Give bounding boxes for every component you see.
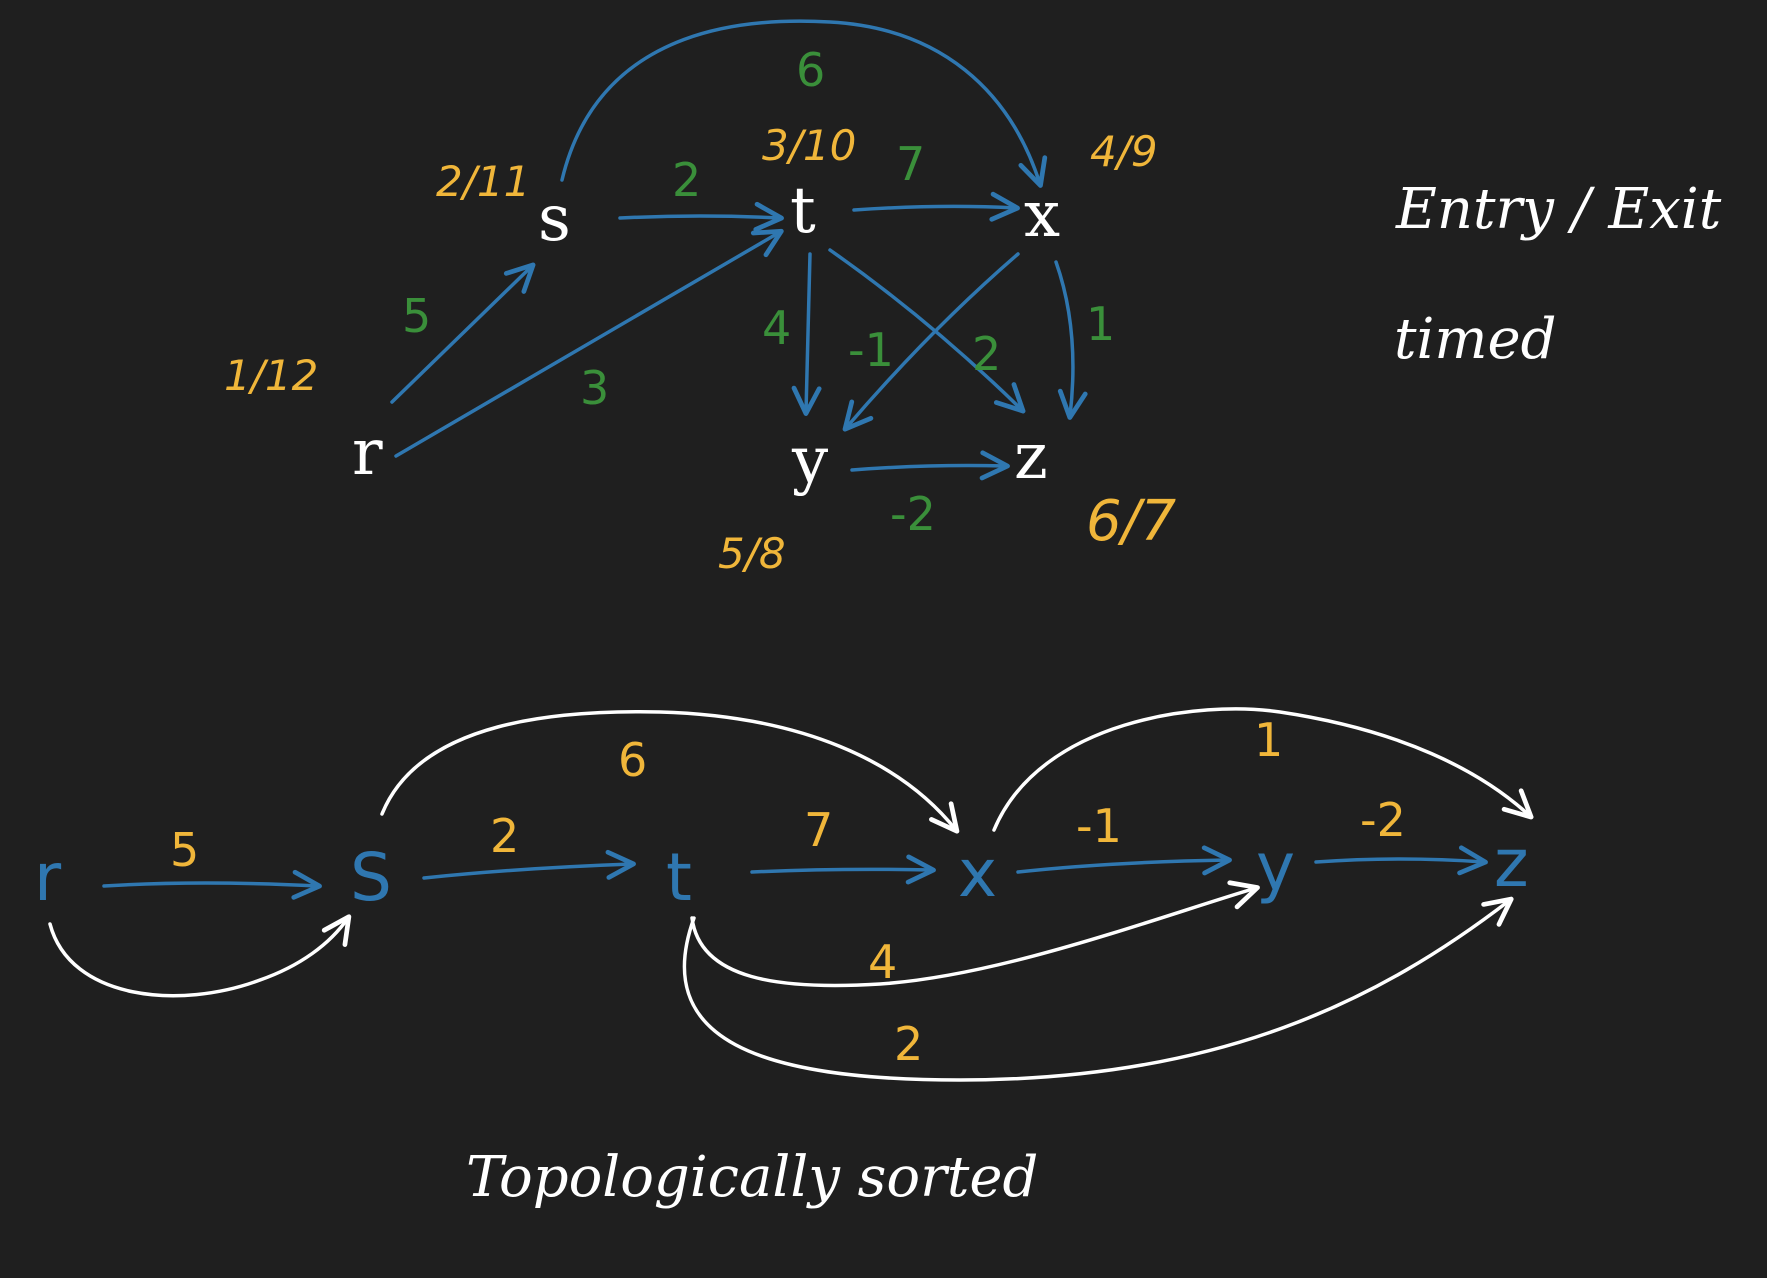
bottom-edge-y-z xyxy=(1314,845,1488,876)
timestamp-y: 5/8 xyxy=(718,529,786,578)
weight-s-t: 2 xyxy=(672,153,701,207)
weight-x-z: 1 xyxy=(1086,297,1115,351)
bottom-graph: r S t x y z 5 2 7 -1 -2 6 1 4 2 Topologi… xyxy=(34,707,1534,1210)
bottom-weight-t-z: 2 xyxy=(894,1017,923,1071)
bottom-edge-r-s-curve xyxy=(48,914,352,998)
bottom-node-x: x xyxy=(958,835,997,912)
timestamp-x: 4/9 xyxy=(1090,127,1158,176)
node-s: s xyxy=(538,182,571,256)
bottom-weight-r-s: 5 xyxy=(170,823,199,877)
bottom-node-z: z xyxy=(1494,825,1529,902)
legend-timed: timed xyxy=(1394,307,1557,372)
edge-y-z xyxy=(850,450,1010,481)
legend-note: Entry / Exit timed xyxy=(1394,177,1722,372)
node-y: y xyxy=(791,424,828,498)
bottom-node-y: y xyxy=(1256,829,1295,906)
bottom-weight-y-z: -2 xyxy=(1360,793,1406,847)
bottom-edge-t-y-curve xyxy=(690,880,1260,988)
bottom-edge-t-x xyxy=(750,854,936,885)
bottom-node-s: S xyxy=(350,839,392,916)
bottom-edge-r-s xyxy=(102,869,322,900)
node-z: z xyxy=(1014,420,1048,494)
bottom-weight-x-z: 1 xyxy=(1254,713,1283,767)
node-t: t xyxy=(790,174,816,248)
weight-x-y: -1 xyxy=(848,323,894,377)
node-x: x xyxy=(1024,178,1060,252)
bottom-edge-x-y xyxy=(1016,845,1232,876)
bottom-edge-t-z-curve xyxy=(682,896,1514,1082)
weight-r-s: 5 xyxy=(402,289,431,343)
top-graph: r s t x y z 1/12 2/11 3/10 4/9 5/8 6/7 5… xyxy=(224,19,1176,578)
caption-topologically-sorted: Topologically sorted xyxy=(466,1145,1038,1210)
edge-x-z xyxy=(1054,260,1088,420)
edge-t-x xyxy=(852,191,1020,222)
edge-t-y xyxy=(791,252,822,416)
bottom-edge-s-x-curve xyxy=(380,710,960,834)
edge-r-t xyxy=(394,228,784,458)
weight-t-y: 4 xyxy=(762,301,791,355)
weight-t-z: 2 xyxy=(972,327,1001,381)
bottom-weight-s-t: 2 xyxy=(490,809,519,863)
bottom-weight-t-x: 7 xyxy=(804,803,833,857)
edge-r-s xyxy=(390,262,536,404)
weight-t-x: 7 xyxy=(896,137,925,191)
edge-x-y xyxy=(842,252,1020,432)
timestamp-t: 3/10 xyxy=(762,121,856,170)
legend-entry-exit: Entry / Exit xyxy=(1395,177,1722,242)
bottom-edge-s-t xyxy=(422,849,636,880)
edge-t-z xyxy=(828,248,1026,414)
edge-s-t xyxy=(618,201,784,232)
bottom-weight-x-y: -1 xyxy=(1076,799,1122,853)
timestamp-s: 2/11 xyxy=(436,157,530,206)
node-r: r xyxy=(352,416,383,490)
edge-s-x xyxy=(560,19,1048,188)
weight-s-x: 6 xyxy=(796,43,825,97)
weight-y-z: -2 xyxy=(890,487,936,541)
weight-r-t: 3 xyxy=(580,361,609,415)
bottom-weight-t-y: 4 xyxy=(868,935,897,989)
bottom-edge-x-z-curve xyxy=(992,707,1534,832)
bottom-node-r: r xyxy=(34,839,62,916)
timestamp-r: 1/12 xyxy=(224,351,318,400)
timestamp-z: 6/7 xyxy=(1086,489,1176,554)
bottom-node-t: t xyxy=(666,839,692,916)
bottom-weight-s-x: 6 xyxy=(618,733,647,787)
